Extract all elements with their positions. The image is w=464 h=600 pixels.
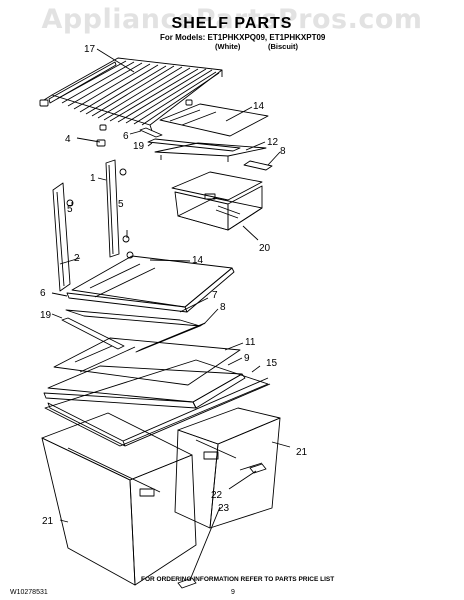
upper-crisper-pan-drawing <box>171 171 263 231</box>
lower-crisper-pans-drawing <box>41 407 281 589</box>
upper-cover-assembly-drawing <box>139 103 273 171</box>
wire-shelf-drawing <box>43 57 223 132</box>
callout-9: 9 <box>244 353 250 364</box>
callout-20: 20 <box>259 243 271 254</box>
callout-leader-lines <box>51 48 291 581</box>
callout-17: 17 <box>84 44 96 55</box>
callout-15: 15 <box>266 358 278 369</box>
callout-8-upper: 8 <box>280 146 286 157</box>
lower-glass-and-cover-drawing <box>43 337 271 447</box>
callout-5-right: 5 <box>118 199 124 210</box>
shelf-clip-drawing <box>39 99 193 147</box>
callout-21-left: 21 <box>42 516 54 527</box>
callout-14-middle: 14 <box>192 255 204 266</box>
callout-11: 11 <box>245 337 256 348</box>
callout-5-left: 5 <box>67 204 73 215</box>
variant-white: (White) <box>215 42 241 51</box>
callout-4: 4 <box>65 134 71 145</box>
models-line: For Models: ET1PHKXPQ09, ET1PHKXPT09 <box>160 33 326 42</box>
callout-7: 7 <box>212 290 218 301</box>
callout-19-middle: 19 <box>40 310 52 321</box>
callout-6-middle: 6 <box>40 288 46 299</box>
callout-8-middle: 8 <box>220 302 226 313</box>
doc-number: W10278531 <box>10 589 48 596</box>
callout-19-upper: 19 <box>133 141 145 152</box>
callout-labels: 17 4 6 14 12 19 8 1 5 5 20 2 14 6 7 19 8… <box>40 44 308 527</box>
callout-12: 12 <box>267 137 279 148</box>
middle-glass-shelf-drawing <box>61 255 235 353</box>
callout-22: 22 <box>211 490 223 501</box>
callout-14-upper: 14 <box>253 101 265 112</box>
callout-2: 2 <box>74 253 80 264</box>
page-number: 9 <box>231 589 235 596</box>
variant-biscuit: (Biscuit) <box>268 42 298 51</box>
vertical-rails-drawing <box>52 159 134 292</box>
ordering-note: FOR ORDERING INFORMATION REFER TO PARTS … <box>141 576 335 583</box>
watermark: AppliancePartsPros.com <box>41 4 423 35</box>
callout-23: 23 <box>218 503 230 514</box>
callout-6-upper: 6 <box>123 131 129 142</box>
callout-1: 1 <box>90 173 96 184</box>
page-title: SHELF PARTS <box>171 15 293 32</box>
callout-21-right: 21 <box>296 447 308 458</box>
